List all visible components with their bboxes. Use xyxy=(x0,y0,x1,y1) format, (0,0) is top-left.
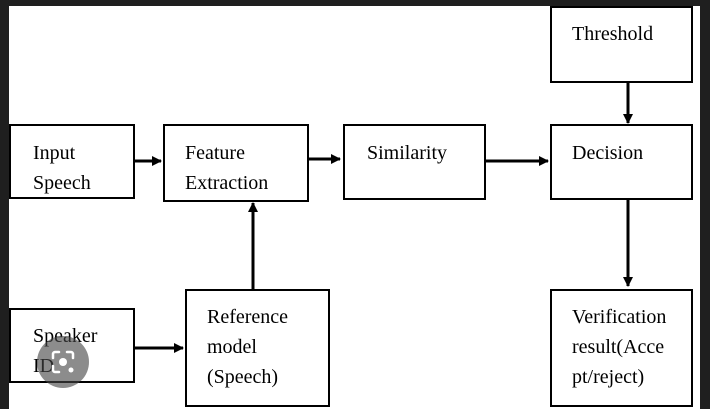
diagram-canvas: Input Speech Feature Extraction Similari… xyxy=(9,6,700,409)
node-verification-result-label: Verification result(Acce pt/reject) xyxy=(572,306,667,388)
lens-search-icon xyxy=(51,350,75,374)
node-decision-label: Decision xyxy=(572,142,644,164)
node-feature-extraction-label: Feature Extraction xyxy=(185,142,269,194)
node-reference-model-label: Reference model (Speech) xyxy=(207,306,289,388)
node-reference-model: Reference model (Speech) xyxy=(185,289,330,407)
node-threshold-label: Threshold xyxy=(572,23,654,45)
node-decision: Decision xyxy=(550,124,693,200)
left-frame-strip xyxy=(0,0,9,409)
node-similarity: Similarity xyxy=(343,124,486,200)
lens-search-button[interactable] xyxy=(37,336,89,388)
node-feature-extraction: Feature Extraction xyxy=(163,124,309,202)
connector-layer xyxy=(127,82,633,353)
node-threshold: Threshold xyxy=(550,6,693,83)
node-input-speech-label: Input Speech xyxy=(33,142,91,194)
node-similarity-label: Similarity xyxy=(367,142,447,164)
node-verification-result: Verification result(Acce pt/reject) xyxy=(550,289,693,407)
node-input-speech: Input Speech xyxy=(9,124,135,199)
